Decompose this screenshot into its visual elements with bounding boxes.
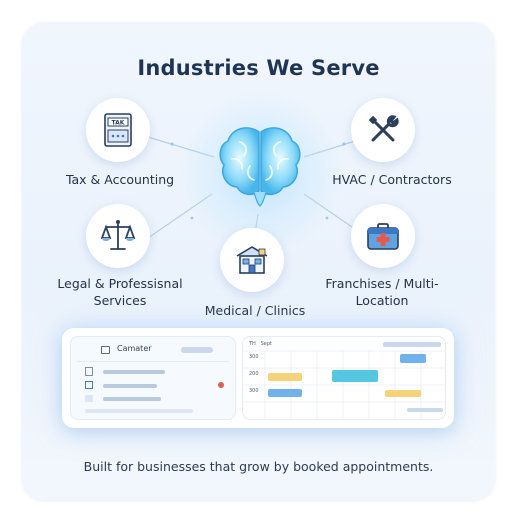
calendar-header-bar bbox=[383, 342, 441, 347]
list-check-icon bbox=[85, 381, 93, 389]
list-box-icon bbox=[85, 395, 93, 402]
calendar-event[interactable] bbox=[385, 390, 421, 397]
label-legal: Legal & Professisnal Services bbox=[57, 276, 183, 308]
calendar-grid bbox=[243, 350, 445, 419]
time-label: 300 bbox=[249, 388, 259, 394]
industries-card: Industries We Serve TAK bbox=[22, 22, 495, 500]
mockup-calendar-panel: TH Sept 300 200 300 bbox=[242, 336, 446, 420]
mockup-left-title: Camater bbox=[117, 344, 152, 353]
scales-icon bbox=[100, 220, 136, 250]
calendar-icon bbox=[101, 346, 110, 354]
alert-dot bbox=[218, 382, 224, 388]
time-label: 200 bbox=[249, 371, 259, 377]
list-line bbox=[103, 370, 165, 374]
label-tax-accounting: Tax & Accounting bbox=[65, 172, 175, 187]
scheduler-mockup: Camater TH Sept bbox=[62, 328, 454, 428]
label-hvac: HVAC / Contractors bbox=[332, 172, 452, 187]
page-title: Industries We Serve bbox=[137, 56, 380, 80]
medical-kit-icon bbox=[367, 223, 399, 250]
tax-document-icon: TAK bbox=[104, 113, 132, 147]
tax-accounting-icon-circle: TAK bbox=[86, 98, 150, 162]
hvac-icon-circle bbox=[351, 98, 415, 162]
calendar-event[interactable] bbox=[268, 373, 302, 381]
calendar-header-text: TH Sept bbox=[249, 341, 272, 347]
label-medical: Medical / Clinics bbox=[204, 303, 306, 318]
wrench-screwdriver-icon bbox=[368, 115, 399, 142]
list-bar bbox=[85, 409, 193, 413]
clinic-building-icon bbox=[236, 246, 268, 274]
franchise-icon-circle bbox=[351, 204, 415, 268]
brain-icon bbox=[219, 127, 301, 207]
medical-icon-circle bbox=[220, 228, 284, 292]
list-line bbox=[103, 397, 161, 401]
list-line bbox=[103, 384, 157, 388]
calendar-event[interactable] bbox=[400, 354, 426, 363]
legal-icon-circle bbox=[86, 204, 150, 268]
calendar-event[interactable] bbox=[332, 370, 378, 382]
label-franchises: Franchises / Multi- Location bbox=[325, 276, 439, 308]
time-label: 300 bbox=[249, 354, 259, 360]
calendar-footer-bar bbox=[407, 408, 443, 412]
calendar-event[interactable] bbox=[268, 389, 302, 397]
mockup-pill bbox=[181, 347, 213, 353]
mockup-sidebar-panel: Camater bbox=[70, 336, 236, 420]
tax-icon-text: TAK bbox=[112, 120, 125, 127]
mockup-divider bbox=[77, 361, 229, 362]
footer-tagline: Built for businesses that grow by booked… bbox=[83, 459, 434, 474]
list-doc-icon bbox=[85, 367, 93, 376]
